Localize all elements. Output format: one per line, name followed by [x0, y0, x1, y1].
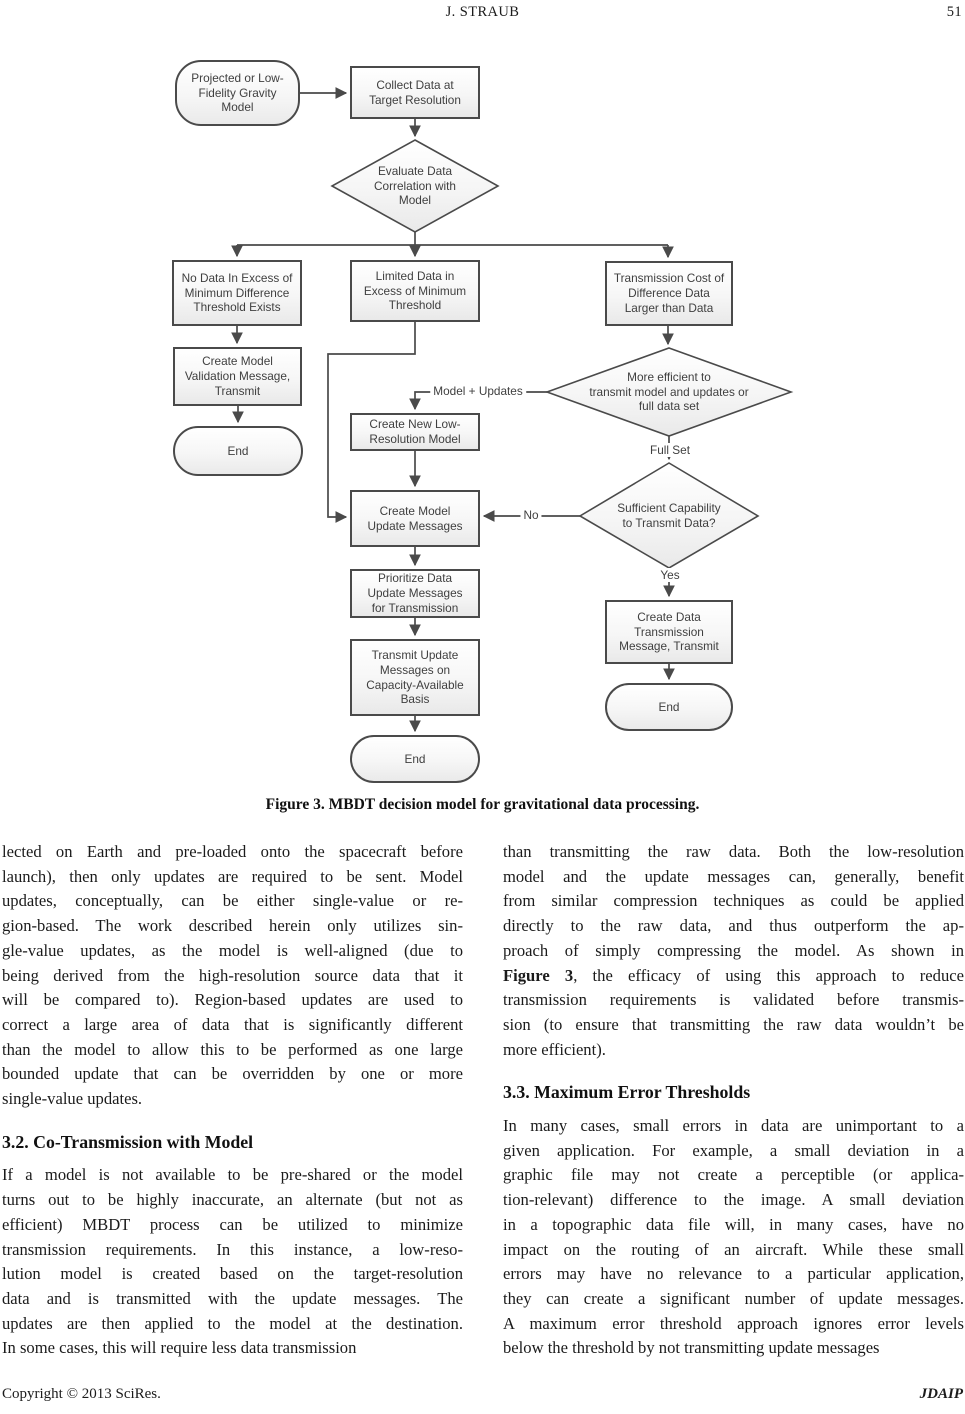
text-line: below the threshold by not transmitting … — [503, 1338, 880, 1358]
text-line: sion (to ensure that transmitting the ra… — [503, 1014, 964, 1034]
text-line: more efficient). — [503, 1039, 606, 1059]
node-sufficient-capability-decision: Sufficient Capability to Transmit Data? — [617, 501, 721, 530]
node-end-left: End — [173, 426, 303, 476]
text-line: being derived from the high-resolution s… — [2, 965, 463, 985]
text-line: given application. For example, a small … — [503, 1140, 964, 1160]
page-footer: Copyright © 2013 SciRes. JDAIP — [2, 1386, 963, 1408]
journal-abbreviation: JDAIP — [919, 1386, 963, 1402]
paragraph: In many cases, small errors in data are … — [503, 1114, 964, 1361]
page-number: 51 — [946, 4, 962, 20]
text-line: In many cases, small errors in data are … — [503, 1116, 964, 1136]
edge-label-yes: Yes — [657, 568, 683, 582]
edge-label-no: No — [520, 508, 542, 522]
text-line: than transmitting the raw data. Both the… — [503, 842, 964, 861]
node-create-model-update-messages: Create Model Update Messages — [350, 490, 480, 547]
text-line: A maximum error threshold approach ignor… — [503, 1313, 964, 1333]
text-line: If a model is not available to be pre-sh… — [2, 1165, 463, 1185]
text-line: transmission requirements. In this insta… — [2, 1239, 463, 1259]
copyright-notice: Copyright © 2013 SciRes. — [2, 1386, 161, 1402]
text-line: errors may have no relevance to a partic… — [503, 1264, 964, 1284]
text-line: Figure 3, the efficacy of using this app… — [503, 965, 964, 985]
text-line: gle-value updates, as the model is well-… — [2, 940, 463, 960]
node-create-data-transmission-message: Create Data Transmission Message, Transm… — [605, 600, 733, 664]
text-line: correct a large area of data that is sig… — [2, 1014, 463, 1034]
section-heading-3-2: 3.2. Co-Transmission with Model — [2, 1131, 254, 1152]
decision-more-efficient-diamond — [544, 347, 794, 437]
flowchart-connectors-layer — [231, 87, 794, 733]
text-line: model and the update messages can, gener… — [503, 866, 964, 886]
text-line: lution model is created based on the tar… — [2, 1264, 463, 1284]
node-limited-data: Limited Data in Excess of Minimum Thresh… — [350, 260, 480, 322]
figure-caption: Figure 3. MBDT decision model for gravit… — [265, 796, 700, 813]
node-prioritize-updates: Prioritize Data Update Messages for Tran… — [350, 569, 480, 618]
body-column-left: lected on Earth and pre-loaded onto the … — [2, 840, 463, 1361]
text-line: gion-based. The work described herein on… — [2, 916, 463, 936]
node-start-terminator: Projected or Low- Fidelity Gravity Model — [175, 60, 300, 126]
edge-limited-to-create-update — [327, 322, 416, 523]
text-line: proach of simply compressing the model. … — [503, 940, 964, 960]
text-line: launch), then only updates are required … — [2, 866, 463, 886]
running-head: J. STRAUB 51 — [0, 4, 965, 26]
body-column-right: than transmitting the raw data. Both the… — [503, 840, 964, 1361]
text-line: In some cases, this will require less da… — [2, 1338, 357, 1358]
text-line: turns out to be highly inaccurate, an al… — [2, 1190, 463, 1210]
text-line: lected on Earth and pre-loaded onto the … — [2, 842, 463, 861]
running-head-author: J. STRAUB — [445, 4, 520, 20]
figure-3-flowchart: Projected or Low- Fidelity Gravity Model… — [155, 55, 815, 791]
text-line: data and is transmitted with the update … — [2, 1288, 463, 1308]
text-line: impact on the routing of an aircraft. Wh… — [503, 1239, 964, 1259]
text-line: directly to the raw data, and thus outpe… — [503, 916, 964, 936]
node-transmission-cost: Transmission Cost of Difference Data Lar… — [605, 261, 733, 326]
edge-label-full-set: Full Set — [647, 443, 693, 457]
edge-label-model-updates: Model + Updates — [430, 384, 526, 398]
section-heading-3-3: 3.3. Maximum Error Thresholds — [503, 1082, 751, 1103]
paragraph: lected on Earth and pre-loaded onto the … — [2, 840, 463, 1112]
paragraph: than transmitting the raw data. Both the… — [503, 840, 964, 1062]
node-end-right: End — [605, 683, 733, 731]
text-line: single-value updates. — [2, 1089, 143, 1109]
node-more-efficient-decision: More efficient to transmit model and upd… — [589, 369, 749, 414]
node-no-data-excess: No Data In Excess of Minimum Difference … — [172, 260, 302, 326]
node-collect-data: Collect Data at Target Resolution — [350, 66, 480, 119]
node-transmit-update-messages: Transmit Update Messages on Capacity-Ava… — [350, 639, 480, 716]
paragraph: If a model is not available to be pre-sh… — [2, 1163, 463, 1361]
node-end-center: End — [350, 735, 480, 783]
text-line: graphic file may not create a perceptibl… — [503, 1165, 964, 1185]
text-line: they can create a significant number of … — [503, 1288, 964, 1308]
decision-evaluate-diamond — [330, 139, 500, 233]
text-line: updates are then applied to the model at… — [2, 1313, 463, 1333]
text-line: tion-relevant) difference to the image. … — [503, 1190, 964, 1210]
text-line: will be compared to). Region-based updat… — [2, 990, 463, 1010]
text-line: updates, conceptually, can be either sin… — [2, 891, 463, 911]
text-line: transmission requirements is validated b… — [503, 990, 964, 1010]
node-create-validation-message: Create Model Validation Message, Transmi… — [173, 347, 302, 406]
text-line: in a topographic data file will, in many… — [503, 1214, 964, 1234]
text-line: from similar compression techniques as c… — [503, 891, 964, 911]
text-line: than the model to allow this to be perfo… — [2, 1039, 463, 1059]
node-evaluate-correlation: Evaluate Data Correlation with Model — [374, 163, 456, 208]
text-line: efficient) MBDT process can be utilized … — [2, 1214, 463, 1234]
node-create-new-low-res-model: Create New Low- Resolution Model — [350, 413, 480, 451]
text-line: bounded update that can be overridden by… — [2, 1064, 463, 1084]
